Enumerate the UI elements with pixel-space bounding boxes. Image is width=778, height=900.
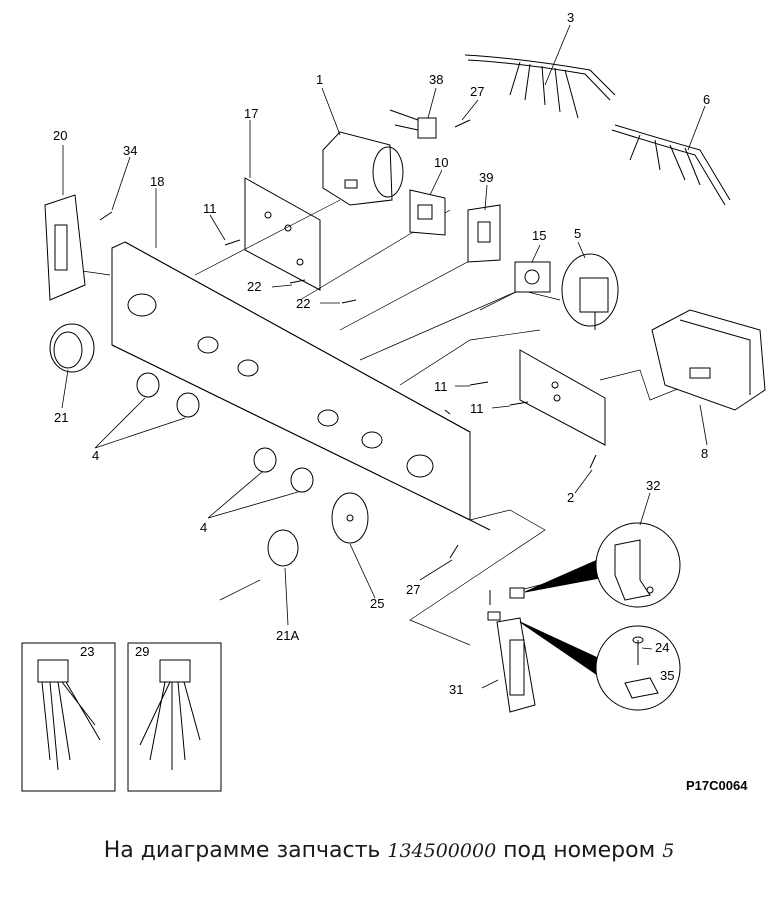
harness-3 xyxy=(464,54,616,119)
disc-25 xyxy=(331,492,369,544)
zoom-pointers xyxy=(519,557,603,679)
callout-6: 6 xyxy=(703,92,710,107)
callout-24: 24 xyxy=(655,640,669,655)
callout-4: 4 xyxy=(200,520,207,535)
bracket-31 xyxy=(496,617,536,713)
bracket-17 xyxy=(244,177,321,291)
relay-38 xyxy=(389,109,437,139)
callout-32: 32 xyxy=(646,478,660,493)
callout-4: 4 xyxy=(92,448,99,463)
inset-23 xyxy=(21,642,116,792)
knob-21a xyxy=(267,529,299,567)
caption-part-number: 134500000 xyxy=(387,840,497,862)
callout-23: 23 xyxy=(80,644,94,659)
callout-1: 1 xyxy=(316,72,323,87)
caption-middle: под номером xyxy=(503,838,656,863)
callout-25: 25 xyxy=(370,596,384,611)
callout-labels: 1 38 27 3 6 17 18 20 34 11 10 39 15 5 22… xyxy=(53,10,710,697)
parts-diagram: 1 38 27 3 6 17 18 20 34 11 10 39 15 5 22… xyxy=(21,10,766,793)
module-8 xyxy=(651,309,766,411)
callout-11: 11 xyxy=(434,379,448,394)
callout-39: 39 xyxy=(479,170,493,185)
screws xyxy=(99,119,597,559)
caption-callout: 5 xyxy=(662,840,675,862)
callout-21a: 21A xyxy=(276,628,299,643)
guide-lines xyxy=(74,199,701,646)
switch-15 xyxy=(514,261,551,293)
callout-5: 5 xyxy=(574,226,581,241)
diagram-code: P17C0064 xyxy=(686,778,748,793)
callout-11: 11 xyxy=(203,201,217,216)
clip-parts xyxy=(487,587,525,621)
caption: На диаграмме запчасть 134500000 под номе… xyxy=(0,838,778,863)
callout-34: 34 xyxy=(123,143,137,158)
callout-20: 20 xyxy=(53,128,67,143)
callout-2: 2 xyxy=(567,490,574,505)
callout-22: 22 xyxy=(247,279,261,294)
pressure-switch-5 xyxy=(561,253,619,330)
knob-21 xyxy=(49,323,95,373)
callout-38: 38 xyxy=(429,72,443,87)
housing-20 xyxy=(44,194,86,301)
callout-18: 18 xyxy=(150,174,164,189)
callout-29: 29 xyxy=(135,644,149,659)
caption-prefix: На диаграмме запчасть xyxy=(103,838,381,863)
callout-27: 27 xyxy=(470,84,484,99)
callout-21: 21 xyxy=(54,410,68,425)
inset-29 xyxy=(127,642,222,792)
callout-35: 35 xyxy=(660,668,674,683)
callout-17: 17 xyxy=(244,106,258,121)
timer-1 xyxy=(322,131,404,206)
callout-22: 22 xyxy=(296,296,310,311)
detail-circle-24-35 xyxy=(595,625,681,711)
callout-10: 10 xyxy=(434,155,448,170)
callout-31: 31 xyxy=(449,682,463,697)
bracket-right xyxy=(519,349,606,446)
switch-10 xyxy=(409,189,446,236)
callout-27: 27 xyxy=(406,582,420,597)
callout-11: 11 xyxy=(470,401,484,416)
leader-lines xyxy=(61,24,708,689)
switch-39 xyxy=(467,204,501,263)
harness-6 xyxy=(611,124,731,206)
callout-3: 3 xyxy=(567,10,574,25)
detail-circle-32 xyxy=(595,522,681,608)
callout-15: 15 xyxy=(532,228,546,243)
knobs-4 xyxy=(136,372,314,493)
callout-8: 8 xyxy=(701,446,708,461)
